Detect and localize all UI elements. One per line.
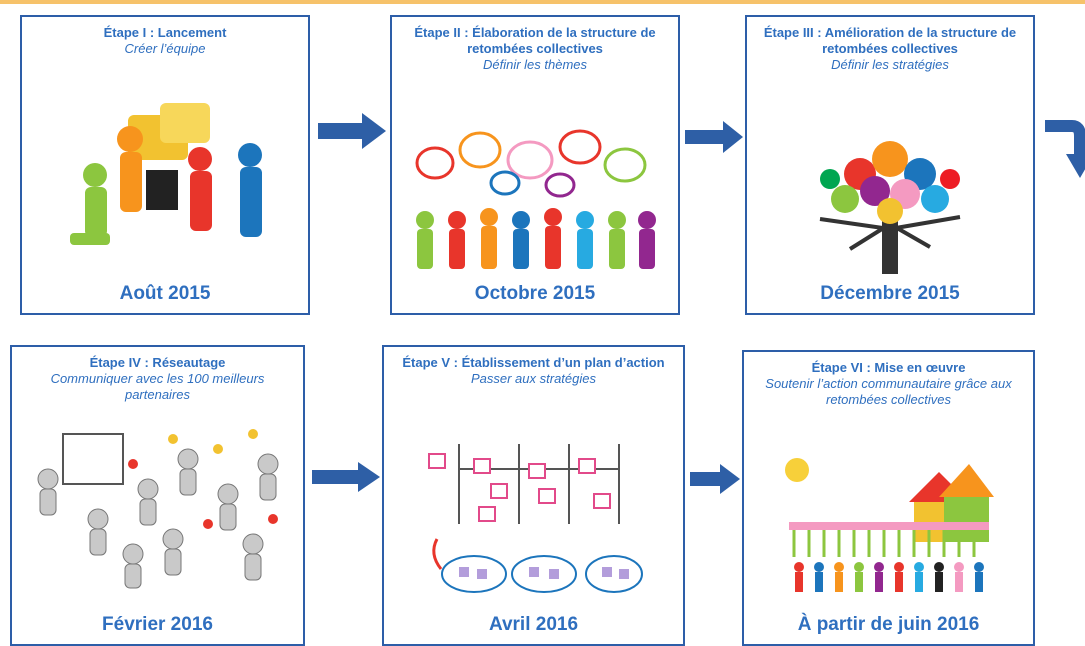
step-6-card: Étape VI : Mise en œuvre Soutenir l’acti… — [742, 350, 1035, 646]
step-date: Octobre 2015 — [474, 283, 596, 304]
step-date: À partir de juin 2016 — [797, 614, 980, 635]
step-title: Étape IV : Réseautage — [89, 355, 226, 370]
arrow-right-icon — [318, 113, 386, 149]
step-subtitle: Passer aux stratégies — [470, 371, 596, 386]
step-title: Étape II : Élaboration de la structure d… — [414, 25, 656, 56]
step-subtitle: Communiquer avec les 100 meilleurs parte… — [50, 371, 265, 402]
step-title: Étape I : Lancement — [103, 25, 227, 40]
step-title: Étape V : Établissement d’un plan d’acti… — [402, 355, 665, 370]
step-5-card: Étape V : Établissement d’un plan d’acti… — [382, 345, 685, 646]
step-2-card: Étape II : Élaboration de la structure d… — [390, 15, 680, 315]
top-accent-bar — [0, 0, 1085, 4]
speech-bubbles-people-icon — [392, 125, 678, 275]
step-3-card: Étape III : Amélioration de la structure… — [745, 15, 1035, 315]
arrow-right-icon — [312, 462, 380, 492]
step-subtitle: Définir les thèmes — [482, 57, 588, 72]
community-houses-icon — [744, 452, 1033, 602]
step-1-card: Étape I : Lancement Créer l’équipe Août … — [20, 15, 310, 315]
sticky-notes-plan-icon — [384, 439, 683, 599]
arrow-right-icon — [690, 464, 740, 494]
step-subtitle: Soutenir l’action communautaire grâce au… — [765, 376, 1012, 407]
network-people-icon — [12, 419, 303, 594]
arrow-right-icon — [685, 121, 743, 153]
team-puzzle-icon — [22, 95, 308, 275]
arrow-curve-down-icon — [1045, 120, 1085, 178]
step-title: Étape III : Amélioration de la structure… — [763, 25, 1017, 56]
step-title: Étape VI : Mise en œuvre — [811, 360, 966, 375]
step-subtitle: Créer l’équipe — [124, 41, 206, 56]
colorful-tree-icon — [747, 129, 1033, 279]
step-date: Avril 2016 — [488, 614, 579, 635]
step-date: Décembre 2015 — [820, 283, 960, 304]
step-4-card: Étape IV : Réseautage Communiquer avec l… — [10, 345, 305, 646]
step-subtitle: Définir les stratégies — [831, 57, 949, 72]
step-date: Août 2015 — [119, 283, 211, 304]
step-date: Février 2016 — [102, 614, 213, 635]
